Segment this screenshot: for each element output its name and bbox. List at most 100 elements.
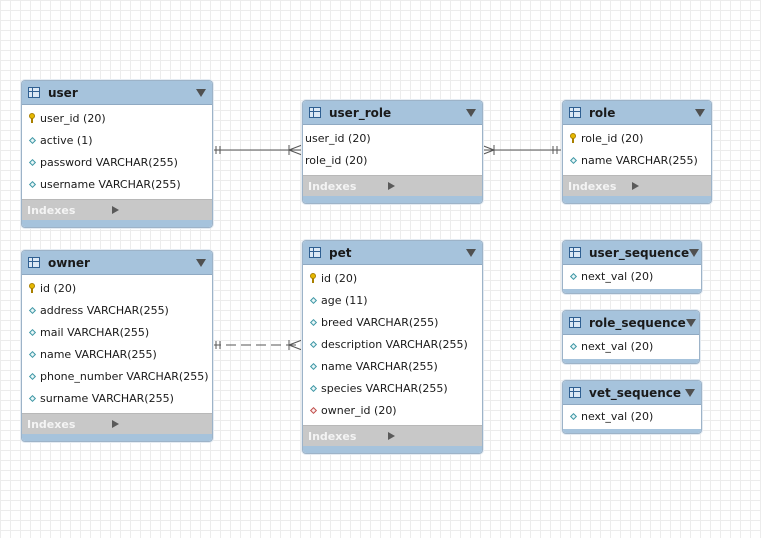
diamond-icon — [569, 342, 577, 350]
column-row[interactable]: description VARCHAR(255) — [303, 333, 482, 355]
column-row[interactable]: name VARCHAR(255) — [303, 355, 482, 377]
column-row[interactable]: phone_number VARCHAR(255) — [22, 365, 212, 387]
table-header[interactable]: role_sequence — [563, 311, 699, 335]
column-row[interactable]: species VARCHAR(255) — [303, 377, 482, 399]
column-row[interactable]: address VARCHAR(255) — [22, 299, 212, 321]
table-icon — [569, 317, 581, 328]
column-row[interactable]: id (20) — [22, 277, 212, 299]
table-header[interactable]: user_role — [303, 101, 482, 125]
indexes-label: Indexes — [27, 203, 76, 217]
diamond-icon — [28, 372, 36, 380]
column-row[interactable]: next_val (20) — [563, 265, 701, 287]
table-name: user — [48, 85, 78, 100]
table-user[interactable]: user user_id (20) active (1) password VA… — [21, 80, 213, 228]
column-row[interactable]: user_id (20) — [305, 131, 371, 145]
column-row[interactable]: owner_id (20) — [303, 399, 482, 421]
column-row[interactable]: age (11) — [303, 289, 482, 311]
column-row[interactable]: name VARCHAR(255) — [22, 343, 212, 365]
foreign-key-diamond-icon — [309, 406, 317, 414]
column-row[interactable]: password VARCHAR(255) — [22, 151, 212, 173]
indexes-label: Indexes — [27, 417, 76, 431]
collapse-arrow-icon[interactable] — [466, 108, 476, 117]
expand-arrow-icon[interactable] — [112, 206, 204, 214]
table-footer — [303, 196, 482, 203]
table-name: role — [589, 105, 616, 120]
table-header[interactable]: owner — [22, 251, 212, 275]
expand-arrow-icon[interactable] — [112, 420, 204, 428]
diamond-icon — [28, 136, 36, 144]
table-header[interactable]: vet_sequence — [563, 381, 701, 405]
table-header[interactable]: user — [22, 81, 212, 105]
column-row[interactable]: role_id (20) — [563, 127, 711, 149]
diamond-icon — [28, 306, 36, 314]
table-header[interactable]: user_sequence — [563, 241, 701, 265]
column-row[interactable]: surname VARCHAR(255) — [22, 387, 212, 409]
table-icon — [309, 107, 321, 118]
collapse-arrow-icon[interactable] — [689, 248, 700, 257]
column-row[interactable]: id (20) — [303, 267, 482, 289]
relationship-role-user-role[interactable] — [480, 144, 562, 156]
table-header[interactable]: role — [563, 101, 711, 125]
table-name: owner — [48, 255, 90, 270]
table-footer — [22, 220, 212, 227]
collapse-arrow-icon[interactable] — [466, 248, 476, 257]
expand-arrow-icon[interactable] — [387, 182, 475, 190]
column-row[interactable]: next_val (20) — [563, 405, 701, 427]
key-icon — [570, 133, 576, 143]
expand-arrow-icon[interactable] — [632, 182, 703, 190]
indexes-section[interactable]: Indexes — [303, 425, 482, 446]
column-row[interactable]: role_id (20) — [305, 153, 368, 167]
diamond-icon — [28, 328, 36, 336]
table-user-sequence[interactable]: user_sequence next_val (20) — [562, 240, 702, 294]
table-name: user_sequence — [589, 245, 690, 260]
indexes-label: Indexes — [308, 429, 357, 443]
indexes-section[interactable]: Indexes — [22, 413, 212, 434]
diamond-icon — [28, 180, 36, 188]
relationship-user-user-role[interactable] — [211, 144, 303, 156]
diamond-icon — [28, 394, 36, 402]
indexes-section[interactable]: Indexes — [303, 175, 482, 196]
indexes-section[interactable]: Indexes — [22, 199, 212, 220]
diamond-icon — [569, 156, 577, 164]
diamond-icon — [309, 296, 317, 304]
key-icon — [29, 283, 35, 293]
diamond-icon — [569, 412, 577, 420]
table-pet[interactable]: pet id (20) age (11) breed VARCHAR(255) … — [302, 240, 483, 454]
collapse-arrow-icon[interactable] — [685, 318, 696, 327]
column-row[interactable]: username VARCHAR(255) — [22, 173, 212, 195]
table-footer — [22, 434, 212, 441]
collapse-arrow-icon[interactable] — [196, 88, 206, 97]
expand-arrow-icon[interactable] — [387, 432, 475, 440]
diamond-icon — [569, 272, 577, 280]
collapse-arrow-icon[interactable] — [685, 388, 695, 397]
table-footer — [563, 359, 699, 363]
table-icon — [569, 107, 581, 118]
column-row[interactable]: name VARCHAR(255) — [563, 149, 711, 171]
table-name: pet — [329, 245, 352, 260]
indexes-label: Indexes — [568, 179, 617, 193]
table-name: user_role — [329, 105, 392, 120]
collapse-arrow-icon[interactable] — [196, 258, 206, 267]
table-name: role_sequence — [589, 315, 686, 330]
column-row[interactable]: next_val (20) — [563, 335, 699, 357]
table-owner[interactable]: owner id (20) address VARCHAR(255) mail … — [21, 250, 213, 442]
collapse-arrow-icon[interactable] — [695, 108, 705, 117]
column-row[interactable]: mail VARCHAR(255) — [22, 321, 212, 343]
table-vet-sequence[interactable]: vet_sequence next_val (20) — [562, 380, 702, 434]
key-icon — [310, 273, 316, 283]
relationship-owner-pet[interactable] — [211, 339, 303, 351]
diamond-icon — [28, 350, 36, 358]
diamond-icon — [309, 384, 317, 392]
table-role-sequence[interactable]: role_sequence next_val (20) — [562, 310, 700, 364]
diamond-icon — [309, 362, 317, 370]
column-row[interactable]: breed VARCHAR(255) — [303, 311, 482, 333]
column-row[interactable]: user_id (20) — [22, 107, 212, 129]
table-role[interactable]: role role_id (20) name VARCHAR(255) Inde… — [562, 100, 712, 204]
indexes-section[interactable]: Indexes — [563, 175, 711, 196]
table-user-role[interactable]: user_role user_id (20) role_id (20) Inde… — [302, 100, 483, 204]
column-row[interactable]: active (1) — [22, 129, 212, 151]
diamond-icon — [309, 340, 317, 348]
table-icon — [569, 387, 581, 398]
table-header[interactable]: pet — [303, 241, 482, 265]
